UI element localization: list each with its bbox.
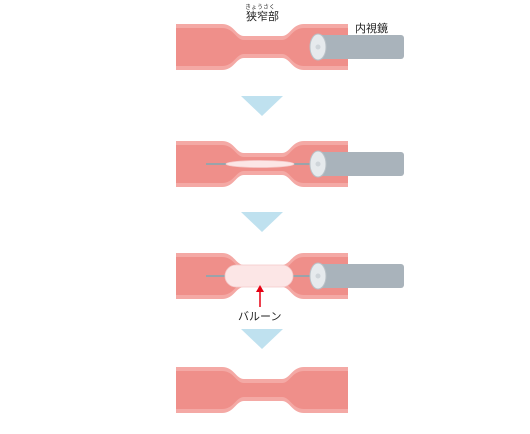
step-arrow-2	[241, 212, 283, 232]
step-3-dilation-endoscope-lens	[315, 273, 321, 279]
step-2-insertion-balloon-deflated	[225, 160, 295, 168]
step-2-insertion-endoscope-body	[318, 152, 404, 176]
step-2-insertion-endoscope-lens	[315, 161, 321, 167]
endoscope-label: 内視鏡	[355, 22, 388, 35]
step-3-dilation-endoscope-body	[318, 264, 404, 288]
stenosis-label: 狭窄部	[246, 10, 279, 23]
step-1-stenosis-endoscope-body	[318, 35, 404, 59]
stenosis-ruby-label: きょうさく	[245, 4, 276, 11]
step-arrow-3	[241, 329, 283, 349]
step-1-stenosis-lumen	[176, 28, 348, 66]
balloon-pointer-arrowhead	[256, 285, 264, 292]
step-3-dilation-balloon-inflated	[224, 264, 294, 288]
step-4-result-lumen	[176, 371, 348, 409]
step-1-stenosis-endoscope-lens	[315, 44, 321, 50]
step-arrow-1	[241, 96, 283, 116]
balloon-label: バルーン	[238, 310, 282, 323]
